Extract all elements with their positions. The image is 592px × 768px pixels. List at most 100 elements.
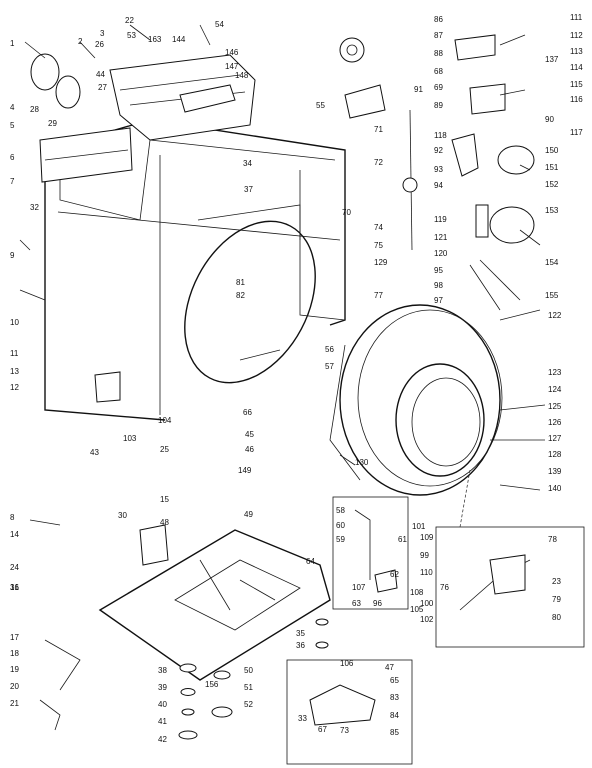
callout-79: 79 bbox=[552, 595, 561, 604]
callout-86: 86 bbox=[434, 15, 443, 24]
callout-39: 39 bbox=[158, 683, 167, 692]
callout-106: 106 bbox=[340, 659, 354, 668]
callout-12: 12 bbox=[10, 383, 19, 392]
callout-13: 13 bbox=[10, 367, 19, 376]
callout-121: 121 bbox=[434, 233, 448, 242]
callout-28: 28 bbox=[30, 105, 39, 114]
callout-153: 153 bbox=[545, 206, 559, 215]
callout-140: 140 bbox=[548, 484, 562, 493]
callout-84: 84 bbox=[390, 711, 399, 720]
callout-108: 108 bbox=[410, 588, 424, 597]
callout-127: 127 bbox=[548, 434, 562, 443]
callout-77: 77 bbox=[374, 291, 383, 300]
callout-18: 18 bbox=[10, 649, 19, 658]
callout-68: 68 bbox=[434, 67, 443, 76]
callout-97: 97 bbox=[434, 296, 443, 305]
callout-110: 110 bbox=[420, 568, 433, 577]
callout-81: 81 bbox=[236, 278, 245, 287]
callout-38: 38 bbox=[158, 666, 167, 675]
callout-60: 60 bbox=[336, 521, 345, 530]
callout-42: 42 bbox=[158, 735, 167, 744]
callout-156: 156 bbox=[205, 680, 219, 689]
callout-29: 29 bbox=[48, 119, 57, 128]
callout-3: 3 bbox=[100, 29, 105, 38]
callout-126: 126 bbox=[548, 418, 562, 427]
callout-7: 7 bbox=[10, 177, 15, 186]
callout-73: 73 bbox=[340, 726, 349, 735]
callout-104: 104 bbox=[158, 416, 172, 425]
callout-152: 152 bbox=[545, 180, 559, 189]
callout-93: 93 bbox=[434, 165, 443, 174]
callout-55: 55 bbox=[316, 101, 325, 110]
callout-56: 56 bbox=[325, 345, 334, 354]
callout-89: 89 bbox=[434, 101, 443, 110]
callout-47: 47 bbox=[385, 663, 394, 672]
callout-52: 52 bbox=[244, 700, 253, 709]
callout-4: 4 bbox=[10, 103, 15, 112]
base-frame bbox=[98, 529, 331, 681]
callout-96: 96 bbox=[373, 599, 382, 608]
callout-129: 129 bbox=[374, 258, 388, 267]
callout-19: 19 bbox=[10, 665, 19, 674]
callout-91: 91 bbox=[414, 85, 423, 94]
callout-95: 95 bbox=[434, 266, 443, 275]
callout-111: 111 bbox=[570, 13, 583, 22]
callout-35: 35 bbox=[296, 629, 305, 638]
callout-155: 155 bbox=[545, 291, 559, 300]
callout-30: 30 bbox=[118, 511, 127, 520]
callout-125: 125 bbox=[548, 402, 562, 411]
callout-105: 105 bbox=[410, 605, 424, 614]
callout-31: 31 bbox=[10, 583, 19, 592]
callout-114: 114 bbox=[570, 63, 583, 72]
callout-40: 40 bbox=[158, 700, 167, 709]
callout-151: 151 bbox=[545, 163, 559, 172]
inset-box-switch bbox=[332, 496, 409, 610]
callout-6: 6 bbox=[10, 153, 15, 162]
callout-146: 146 bbox=[225, 48, 239, 57]
callout-71: 71 bbox=[374, 125, 383, 134]
callout-94: 94 bbox=[434, 181, 443, 190]
callout-115: 115 bbox=[570, 80, 583, 89]
callout-139: 139 bbox=[548, 467, 562, 476]
callout-26: 26 bbox=[95, 40, 104, 49]
callout-34: 34 bbox=[243, 159, 252, 168]
callout-65: 65 bbox=[390, 676, 399, 685]
callout-20: 20 bbox=[10, 682, 19, 691]
callout-41: 41 bbox=[158, 717, 167, 726]
callout-51: 51 bbox=[244, 683, 253, 692]
callout-148: 148 bbox=[235, 71, 249, 80]
callout-117: 117 bbox=[570, 128, 583, 137]
callout-78: 78 bbox=[548, 535, 557, 544]
callout-57: 57 bbox=[325, 362, 334, 371]
callout-25: 25 bbox=[160, 445, 169, 454]
callout-103: 103 bbox=[123, 434, 137, 443]
callout-144: 144 bbox=[172, 35, 186, 44]
leveling-feet bbox=[178, 618, 329, 740]
callout-22: 22 bbox=[125, 16, 134, 25]
callout-118: 118 bbox=[434, 131, 447, 140]
callout-54: 54 bbox=[215, 20, 224, 29]
callout-63: 63 bbox=[352, 599, 361, 608]
callout-1: 1 bbox=[10, 39, 15, 48]
right-upper-parts bbox=[339, 34, 535, 311]
callout-62: 62 bbox=[390, 570, 399, 579]
callout-101: 101 bbox=[412, 522, 426, 531]
callout-116: 116 bbox=[570, 95, 583, 104]
callout-10: 10 bbox=[10, 318, 19, 327]
callout-labels: 1 2 3 4 5 6 7 8 9 10 11 12 13 14 15 16 1… bbox=[10, 13, 583, 744]
callout-122: 122 bbox=[548, 311, 562, 320]
callout-72: 72 bbox=[374, 158, 383, 167]
callout-46: 46 bbox=[245, 445, 254, 454]
callout-100: 100 bbox=[420, 599, 434, 608]
callout-102: 102 bbox=[420, 615, 434, 624]
callout-48: 48 bbox=[160, 518, 169, 527]
callout-16: 16 bbox=[10, 583, 19, 592]
callout-128: 128 bbox=[548, 450, 562, 459]
callout-82: 82 bbox=[236, 291, 245, 300]
callout-44: 44 bbox=[96, 70, 105, 79]
callout-130: 130 bbox=[355, 458, 369, 467]
callout-87: 87 bbox=[434, 31, 443, 40]
callout-163: 163 bbox=[148, 35, 162, 44]
left-small-parts bbox=[19, 239, 169, 731]
callout-66: 66 bbox=[243, 408, 252, 417]
